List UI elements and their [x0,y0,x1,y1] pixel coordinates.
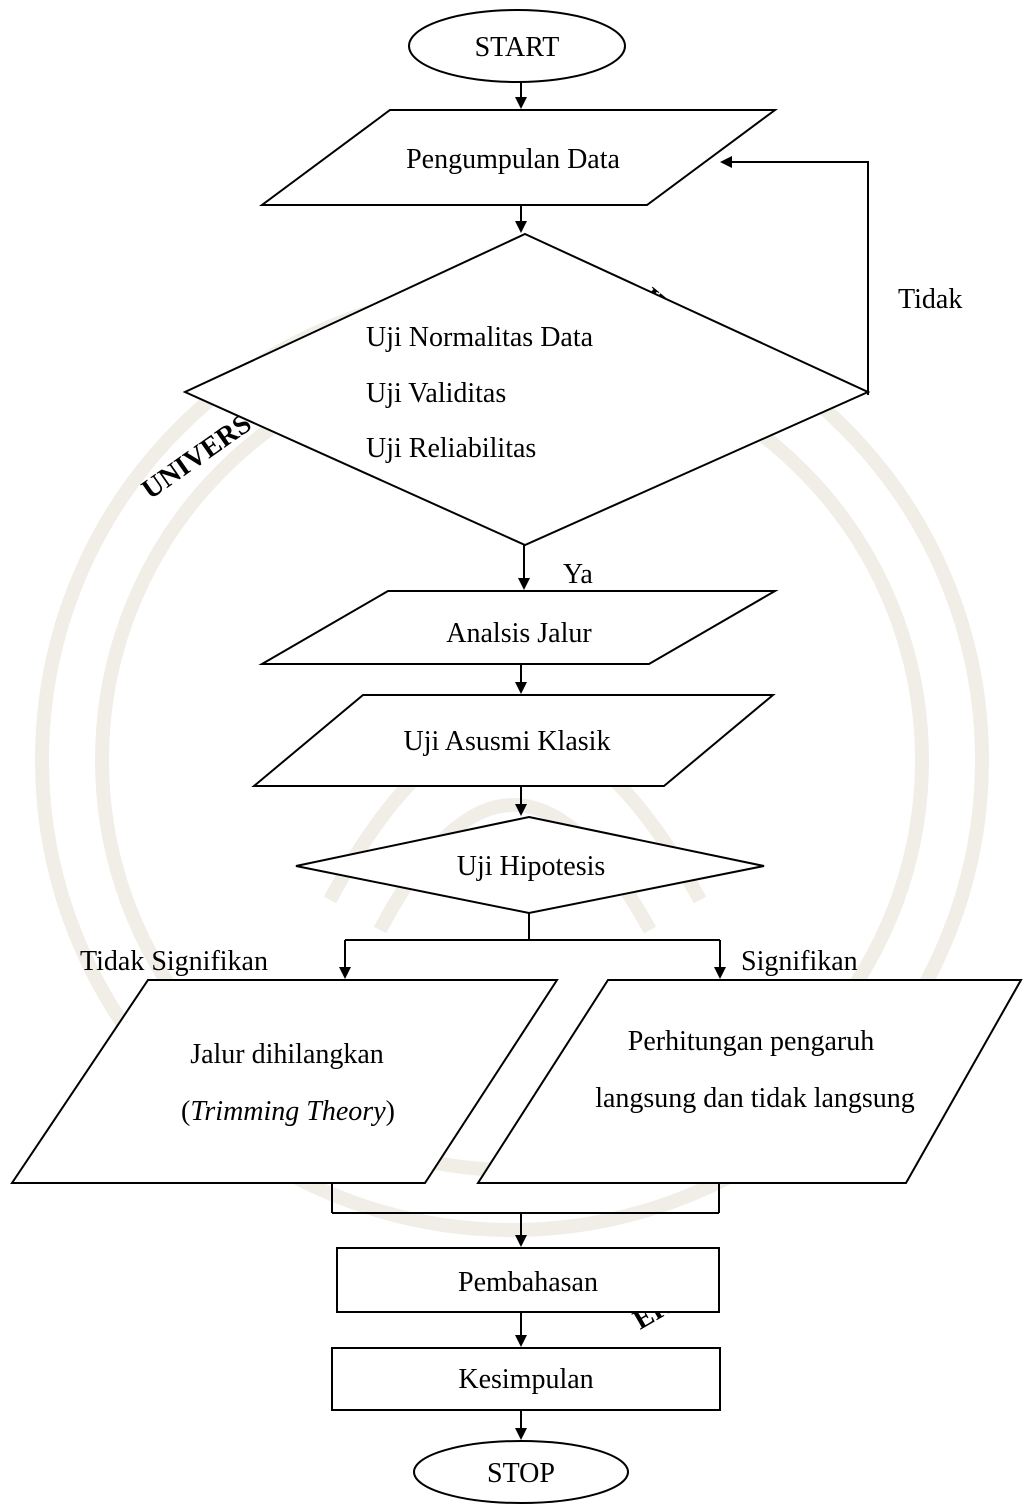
stop-terminal [413,1440,629,1504]
trimming-close-paren: ) [386,1096,395,1127]
start-label: START [475,32,560,63]
kesimpulan-node [331,1347,721,1411]
uji-normalitas-label: Uji Normalitas Data [366,322,594,353]
uji-asumsi-klasik-label: Uji Asusmi Klasik [404,726,611,757]
uji-validitas-label: Uji Validitas [366,378,506,409]
start-terminal [408,9,626,83]
uji-asumsi-klasik-node [251,694,776,787]
analisis-jalur-label: Analsis Jalur [446,618,592,649]
analisis-jalur-node [258,590,779,665]
uji-hipotesis-label: Uji Hipotesis [457,851,606,882]
trimming-open-paren: ( [181,1096,190,1127]
perhitungan-pengaruh-node [476,979,1023,1184]
stop-label: STOP [487,1458,555,1489]
perhitungan-line2-label: langsung dan tidak langsung [595,1083,915,1114]
pembahasan-label: Pembahasan [458,1267,598,1298]
pengumpulan-data-label: Pengumpulan Data [406,144,620,175]
ya-label: Ya [563,559,593,590]
pembahasan-node [336,1247,720,1313]
signifikan-label: Signifikan [741,946,858,977]
pengumpulan-data-node [258,109,779,206]
jalur-dihilangkan-label: Jalur dihilangkan [190,1039,384,1070]
arrow-tidak-loop [720,156,869,395]
trimming-theory-label: (Trimming Theory) [181,1096,395,1127]
jalur-dihilangkan-node [10,979,559,1184]
perhitungan-line1-label: Perhitungan pengaruh [628,1026,875,1057]
uji-data-decision [182,232,871,547]
tidak-label: Tidak [898,284,962,315]
tidak-signifikan-label: Tidak Signifikan [80,946,268,977]
kesimpulan-label: Kesimpulan [458,1364,593,1395]
uji-reliabilitas-label: Uji Reliabilitas [366,433,536,464]
trimming-theory-italic: Trimming Theory [190,1096,386,1127]
